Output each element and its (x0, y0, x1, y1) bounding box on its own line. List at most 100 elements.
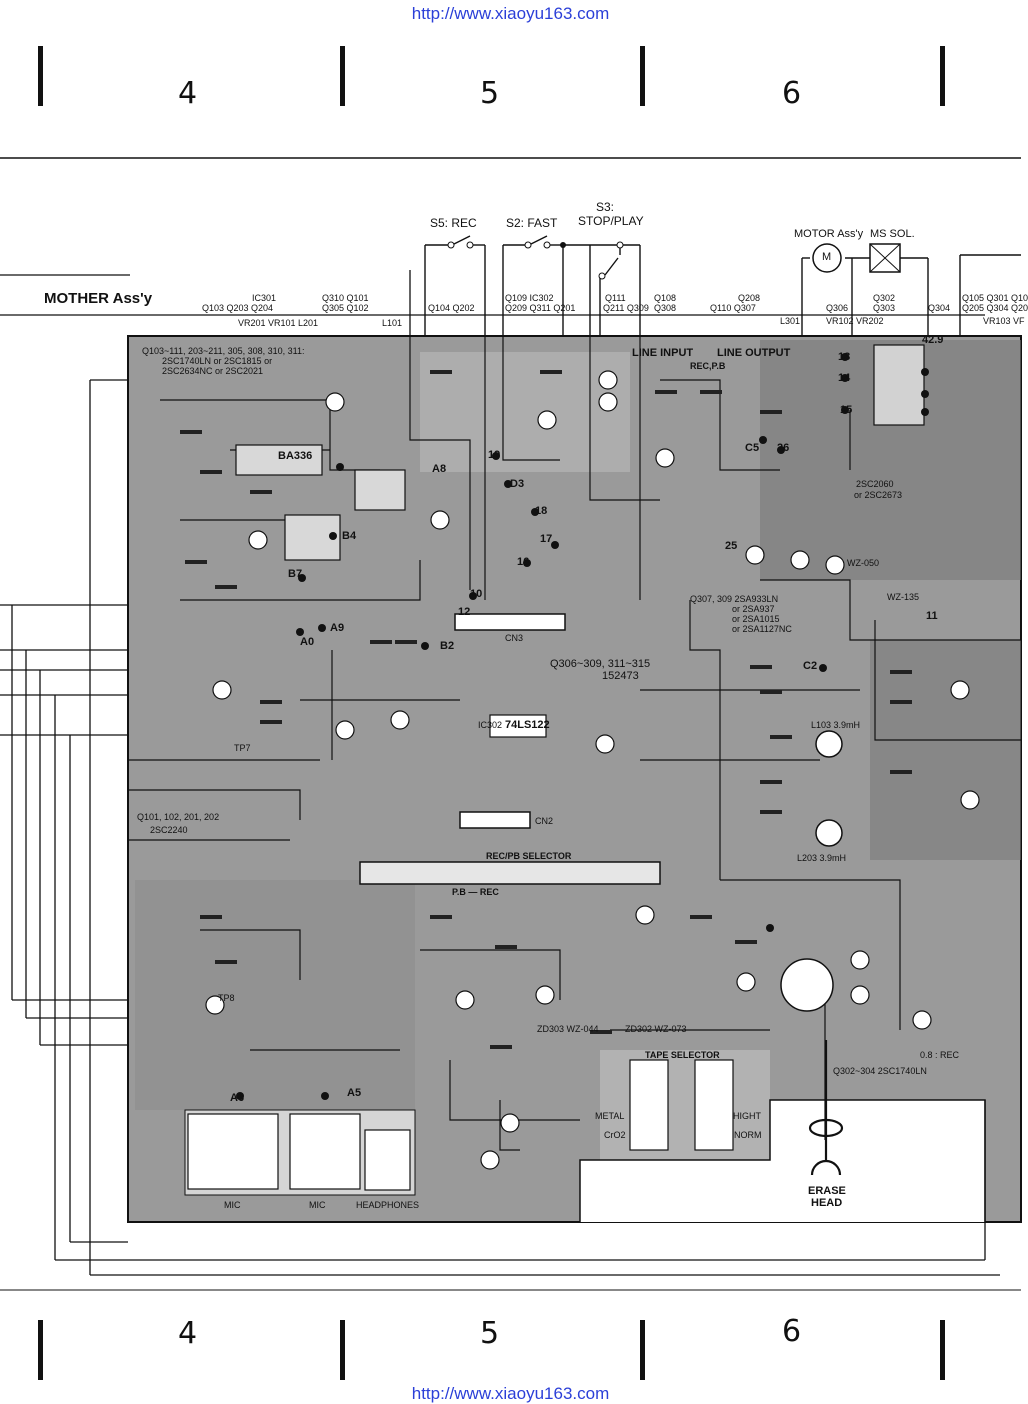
erase-head-symbol (808, 1040, 844, 1176)
board-note-1: Q103~111, 203~211, 305, 308, 310, 311: (142, 346, 305, 356)
grid-bar (940, 1320, 945, 1380)
node-13: 13 (838, 351, 851, 363)
switch-s2-label: S2: FAST (506, 216, 558, 230)
node-26: 26 (777, 442, 790, 454)
ref-q109: Q109 IC302 (505, 293, 554, 303)
norm-label: NORM (734, 1130, 762, 1140)
wz073-label: ZD302 WZ-073 (625, 1024, 687, 1034)
board-note-2: 2SC1740LN or 2SC1815 or (162, 356, 273, 366)
motor-m-label: M (822, 251, 832, 263)
node-42-9: 42.9 (922, 334, 944, 346)
ic-ba336 (235, 444, 323, 476)
tp7-label: TP7 (234, 743, 251, 753)
node-17: 17 (540, 533, 553, 545)
motor-assy-label: MOTOR Ass'y (794, 228, 864, 240)
q-2sc2673-label: or 2SC2673 (854, 490, 903, 500)
ic-152473-label: 152473 (602, 670, 639, 682)
grid-bar (340, 46, 345, 106)
tape-selector-label: TAPE SELECTOR (645, 1050, 720, 1060)
metal-label: METAL (595, 1111, 625, 1121)
ref-q304: Q304 (928, 303, 951, 313)
node-16: 16 (517, 556, 530, 568)
ref-q310: Q310 Q101 (322, 293, 369, 303)
mic-jack-1 (187, 1113, 279, 1190)
d8-rec-label: 0.8 : REC (920, 1050, 960, 1060)
column-number-5-bottom: 5 (480, 1316, 500, 1351)
ref-q308: Q308 (654, 303, 677, 313)
ref-q208: Q208 (738, 293, 761, 303)
tape-selector-switch-2 (694, 1059, 734, 1151)
ref-q305: Q305 Q102 (322, 303, 369, 313)
ref-q303: Q303 (873, 303, 896, 313)
node-a8: A8 (432, 463, 447, 475)
cn3-label: CN3 (505, 633, 524, 643)
watermark-url-bottom: http://www.xiaoyu163.com (411, 1384, 610, 1403)
connector-cn2 (459, 811, 531, 829)
q-2sc2060-label: 2SC2060 (856, 479, 894, 489)
node-b7: B7 (288, 568, 303, 580)
column-number-6-bottom: 6 (782, 1314, 802, 1349)
ref-ic301: IC301 (252, 293, 277, 303)
mic-label-1: MIC (224, 1200, 241, 1210)
mic-label-2: MIC (309, 1200, 326, 1210)
wz135-label: WZ-135 (887, 592, 920, 602)
ref-vr102: VR102 VR202 (826, 316, 884, 326)
node-d3: D3 (510, 478, 525, 490)
motor-symbol (812, 243, 842, 273)
column-number-6-top: 6 (782, 76, 802, 111)
node-19: 19 (488, 449, 501, 461)
transformer (354, 469, 406, 511)
ic-74ls122-label: 74LS122 (505, 719, 550, 731)
switch-s5-label: S5: REC (430, 216, 477, 230)
q-2sc2240-label: 2SC2240 (150, 825, 188, 835)
rec-pb-selector-label: REC/PB SELECTOR (486, 851, 572, 861)
tape-selector-switch-1 (629, 1059, 669, 1151)
node-18: 18 (535, 505, 548, 517)
grid-bar (940, 46, 945, 106)
q-2sa933-label: Q307, 309 2SA933LN (690, 594, 779, 604)
headphones-jack (364, 1129, 411, 1191)
cro2-label: CrO2 (604, 1130, 626, 1140)
ms-sol-label: MS SOL. (870, 228, 915, 240)
q-2sc2240-ref-label: Q101, 102, 201, 202 (137, 812, 220, 822)
switch-s3-label-line1: S3: (596, 200, 615, 214)
column-number-4-top: 4 (178, 76, 198, 111)
q-2sa1015-label: or 2SA1015 (732, 614, 780, 624)
rec-pb-selector-switch (359, 861, 661, 885)
q-range-label: Q306~309, 311~315 (550, 658, 651, 670)
connector-cn3 (454, 613, 566, 631)
headphones-label: HEADPHONES (356, 1200, 420, 1210)
ref-q103: Q103 Q203 Q204 (202, 303, 274, 313)
ic-302-label: IC302 (478, 720, 503, 730)
grid-bar (38, 1320, 43, 1380)
ref-q111: Q111 (605, 293, 626, 303)
node-a5: A5 (347, 1087, 362, 1099)
ref-q302: Q302 (873, 293, 896, 303)
node-12: 12 (458, 606, 471, 618)
q-2sa937-label: or 2SA937 (732, 604, 775, 614)
relay-block (873, 344, 925, 426)
ref-q108: Q108 (654, 293, 677, 303)
watermark-url-top: http://www.xiaoyu163.com (411, 4, 610, 23)
ref-vr103: VR103 VF (983, 316, 1025, 326)
line-input-label: LINE INPUT (632, 347, 694, 359)
l203-label: L203 3.9mH (797, 853, 847, 863)
ref-q209: Q209 Q311 Q201 (505, 303, 576, 313)
node-15: 15 (840, 404, 853, 416)
grid-bar (340, 1320, 345, 1380)
column-number-4-bottom: 4 (178, 1316, 198, 1351)
board-note-3: 2SC2634NC or 2SC2021 (162, 366, 264, 376)
q-2sa1127-label: or 2SA1127NC (732, 624, 792, 634)
ref-l101: L101 (382, 318, 403, 328)
ic-ba336-label: BA336 (278, 450, 313, 462)
line-output-label: LINE OUTPUT (717, 347, 791, 359)
ref-vr201: VR201 VR101 L201 (238, 318, 319, 328)
erase-head-label-1: ERASE (808, 1185, 846, 1197)
ref-q110: Q110 Q307 (710, 303, 756, 313)
node-a9: A9 (330, 622, 345, 634)
ref-q104: Q104 Q202 (428, 303, 475, 313)
node-25: 25 (725, 540, 738, 552)
pb-rec-label: P.B — REC (452, 887, 499, 897)
node-b2: B2 (440, 640, 455, 652)
